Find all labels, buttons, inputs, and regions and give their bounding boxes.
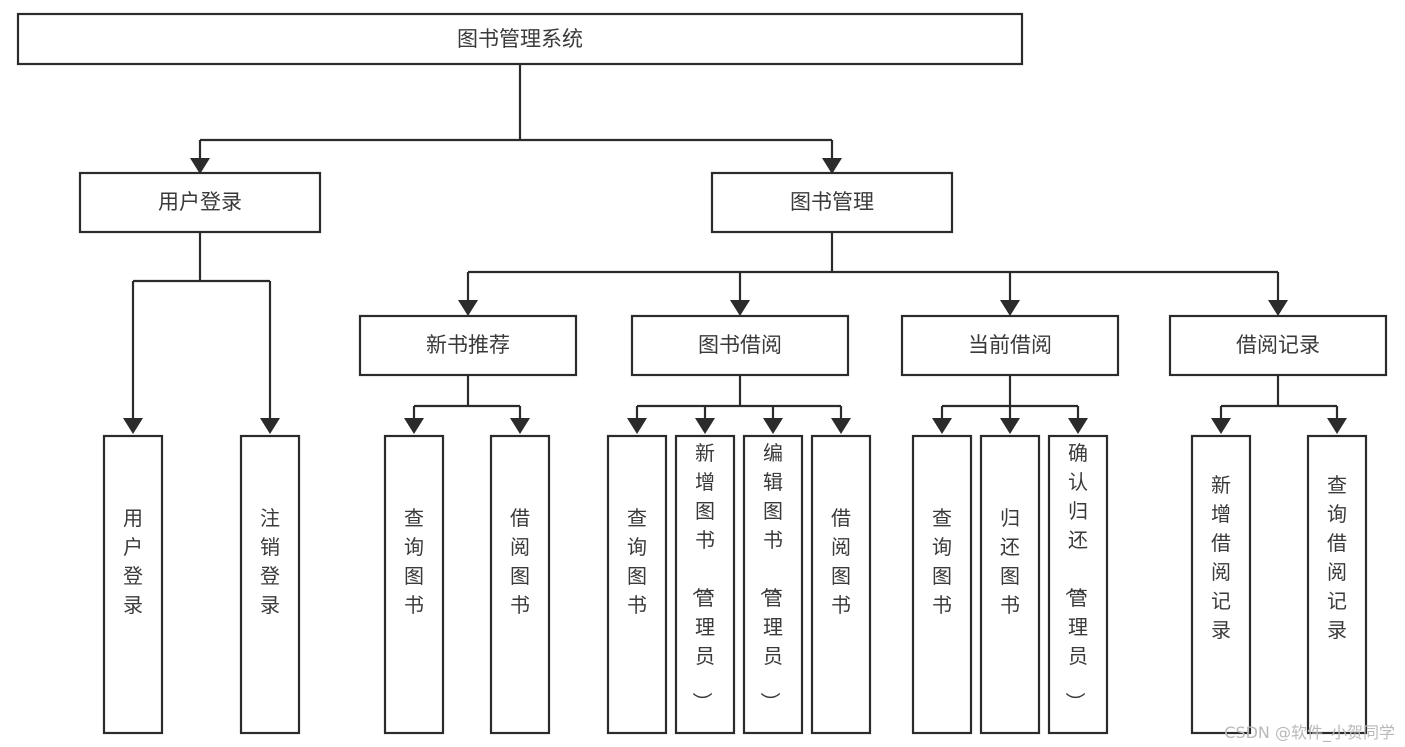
node-book-borrow-box[interactable] (630, 314, 850, 377)
arrowhead-leaf-return-book (1000, 418, 1020, 434)
node-root-label: 图书管理系统 (457, 27, 583, 51)
node-leaf-return-book-label: 归还图书 (1000, 506, 1020, 617)
node-new-book-rec-label: 新书推荐 (426, 333, 510, 357)
node-leaf-add-record-box[interactable] (1190, 434, 1252, 735)
node-leaf-borrow-book-1-box[interactable] (489, 434, 551, 735)
node-root-box[interactable] (16, 12, 1024, 66)
node-leaf-add-book-label: 新增图书（管理员） (690, 441, 715, 712)
node-leaf-query-book-2[interactable]: 查询图书 (606, 434, 668, 735)
node-root[interactable]: 图书管理系统 (16, 12, 1024, 66)
arrowhead-leaf-confirm-return (1068, 418, 1088, 434)
arrowhead-book-manage (822, 158, 842, 174)
node-borrow-record-box[interactable] (1168, 314, 1388, 377)
node-user-login-box[interactable] (78, 171, 322, 234)
node-leaf-borrow-book-1-label: 借阅图书 (510, 506, 530, 617)
node-current-borrow[interactable]: 当前借阅 (900, 314, 1120, 377)
node-leaf-user-login[interactable]: 用户登录 (102, 434, 164, 735)
node-book-manage-box[interactable] (710, 171, 954, 234)
arrowhead-book-borrow (730, 300, 750, 316)
arrowhead-leaf-user-login (123, 418, 143, 434)
node-leaf-add-book[interactable]: 新增图书（管理员） (674, 434, 736, 735)
node-leaf-query-record-box[interactable] (1306, 434, 1368, 735)
arrowhead-leaf-borrow-book-1 (510, 418, 530, 434)
node-borrow-record-label: 借阅记录 (1236, 333, 1320, 357)
node-borrow-record[interactable]: 借阅记录 (1168, 314, 1388, 377)
node-leaf-confirm-return-box[interactable] (1047, 434, 1109, 735)
node-leaf-return-book[interactable]: 归还图书 (979, 434, 1041, 735)
arrowhead-leaf-query-record (1327, 418, 1347, 434)
node-current-borrow-box[interactable] (900, 314, 1120, 377)
node-leaf-query-book-3-box[interactable] (911, 434, 973, 735)
node-leaf-user-login-box[interactable] (102, 434, 164, 735)
node-user-login-label: 用户登录 (158, 190, 242, 214)
node-leaf-logout[interactable]: 注销登录 (239, 434, 301, 735)
node-leaf-add-book-box[interactable] (674, 434, 736, 735)
node-leaf-query-book-1-box[interactable] (383, 434, 445, 735)
node-leaf-query-record-label: 查询借阅记录 (1327, 473, 1347, 642)
node-leaf-edit-book-box[interactable] (742, 434, 804, 735)
arrowhead-borrow-record (1268, 300, 1288, 316)
node-leaf-edit-book[interactable]: 编辑图书（管理员） (742, 434, 804, 735)
arrowhead-leaf-add-book (695, 418, 715, 434)
arrowhead-user-login (190, 158, 210, 174)
node-leaf-confirm-return[interactable]: 确认归还（管理员） (1047, 434, 1109, 735)
arrowhead-leaf-logout (260, 418, 280, 434)
node-leaf-query-book-3-label: 查询图书 (932, 506, 952, 617)
edge-layer (123, 64, 1347, 434)
arrowhead-leaf-query-book-1 (404, 418, 424, 434)
node-leaf-borrow-book-2[interactable]: 借阅图书 (810, 434, 872, 735)
node-leaf-query-book-2-box[interactable] (606, 434, 668, 735)
node-current-borrow-label: 当前借阅 (968, 333, 1052, 357)
arrowhead-leaf-borrow-book-2 (831, 418, 851, 434)
arrowhead-leaf-query-book-2 (627, 418, 647, 434)
node-leaf-query-book-3[interactable]: 查询图书 (911, 434, 973, 735)
node-leaf-query-book-1[interactable]: 查询图书 (383, 434, 445, 735)
node-book-borrow[interactable]: 图书借阅 (630, 314, 850, 377)
arrowhead-current-borrow (1000, 300, 1020, 316)
arrowhead-leaf-query-book-3 (932, 418, 952, 434)
arrowhead-leaf-edit-book (763, 418, 783, 434)
node-new-book-rec-box[interactable] (358, 314, 578, 377)
node-leaf-query-record[interactable]: 查询借阅记录 (1306, 434, 1368, 735)
node-book-manage-label: 图书管理 (790, 190, 874, 214)
node-leaf-add-record[interactable]: 新增借阅记录 (1190, 434, 1252, 735)
node-new-book-rec[interactable]: 新书推荐 (358, 314, 578, 377)
node-leaf-borrow-book-1[interactable]: 借阅图书 (489, 434, 551, 735)
node-leaf-logout-label: 注销登录 (260, 506, 280, 617)
node-leaf-query-book-2-label: 查询图书 (627, 506, 647, 617)
node-leaf-user-login-label: 用户登录 (123, 506, 143, 617)
node-leaf-borrow-book-2-label: 借阅图书 (831, 506, 851, 617)
node-user-login[interactable]: 用户登录 (78, 171, 322, 234)
node-leaf-return-book-box[interactable] (979, 434, 1041, 735)
node-leaf-edit-book-label: 编辑图书（管理员） (758, 441, 783, 712)
node-leaf-add-record-label: 新增借阅记录 (1211, 473, 1231, 642)
node-book-manage[interactable]: 图书管理 (710, 171, 954, 234)
node-leaf-confirm-return-label: 确认归还（管理员） (1063, 441, 1088, 712)
node-leaf-query-book-1-label: 查询图书 (404, 506, 424, 617)
csdn-watermark: CSDN @软件_小贺同学 (1224, 723, 1395, 742)
node-leaf-logout-box[interactable] (239, 434, 301, 735)
node-leaf-borrow-book-2-box[interactable] (810, 434, 872, 735)
arrowhead-new-book-rec (458, 300, 478, 316)
arrowhead-leaf-add-record (1211, 418, 1231, 434)
node-book-borrow-label: 图书借阅 (698, 333, 782, 357)
